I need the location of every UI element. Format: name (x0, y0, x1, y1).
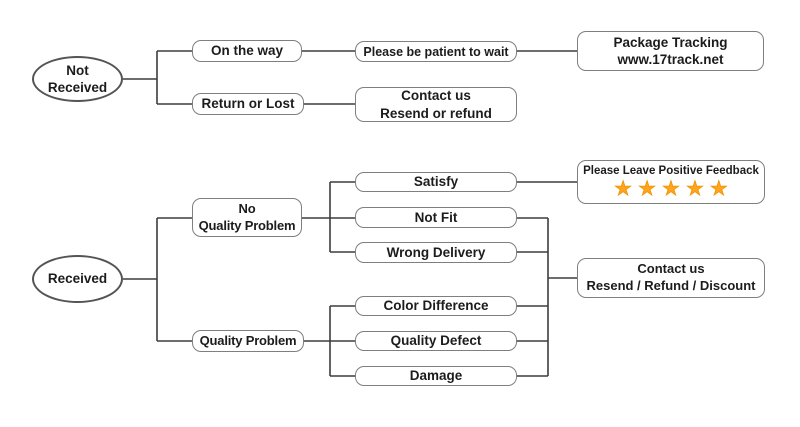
node-wrong-delivery: Wrong Delivery (355, 242, 517, 263)
node-color-difference: Color Difference (355, 296, 517, 316)
merge-to-contact-line (517, 217, 577, 377)
positive-feedback-label: Please Leave Positive Feedback (583, 165, 759, 178)
node-on-the-way: On the way (192, 40, 302, 62)
node-contact-us-resend-refund-discount: Contact us Resend / Refund / Discount (577, 258, 765, 298)
node-quality-defect: Quality Defect (355, 331, 517, 351)
node-not-received: Not Received (32, 56, 123, 102)
node-damage: Damage (355, 366, 517, 386)
node-no-quality-problem: No Quality Problem (192, 198, 302, 237)
bottom-left-branch-line (123, 217, 192, 342)
five-star-rating-icon: ★★★★★ (614, 175, 734, 200)
no-quality-fanout-line (302, 181, 355, 253)
node-not-fit: Not Fit (355, 207, 517, 228)
top-left-branch-line (123, 50, 192, 105)
node-received: Received (32, 255, 123, 303)
node-quality-problem: Quality Problem (192, 330, 304, 352)
node-positive-feedback: Please Leave Positive Feedback ★★★★★ (577, 160, 765, 204)
node-contact-us-resend-refund: Contact us Resend or refund (355, 87, 517, 122)
node-satisfy: Satisfy (355, 172, 517, 192)
quality-fanout-line (304, 305, 355, 377)
node-please-be-patient: Please be patient to wait (355, 41, 517, 62)
node-package-tracking: Package Tracking www.17track.net (577, 31, 764, 71)
node-return-or-lost: Return or Lost (192, 93, 304, 115)
top-row-link-lines (302, 50, 577, 105)
